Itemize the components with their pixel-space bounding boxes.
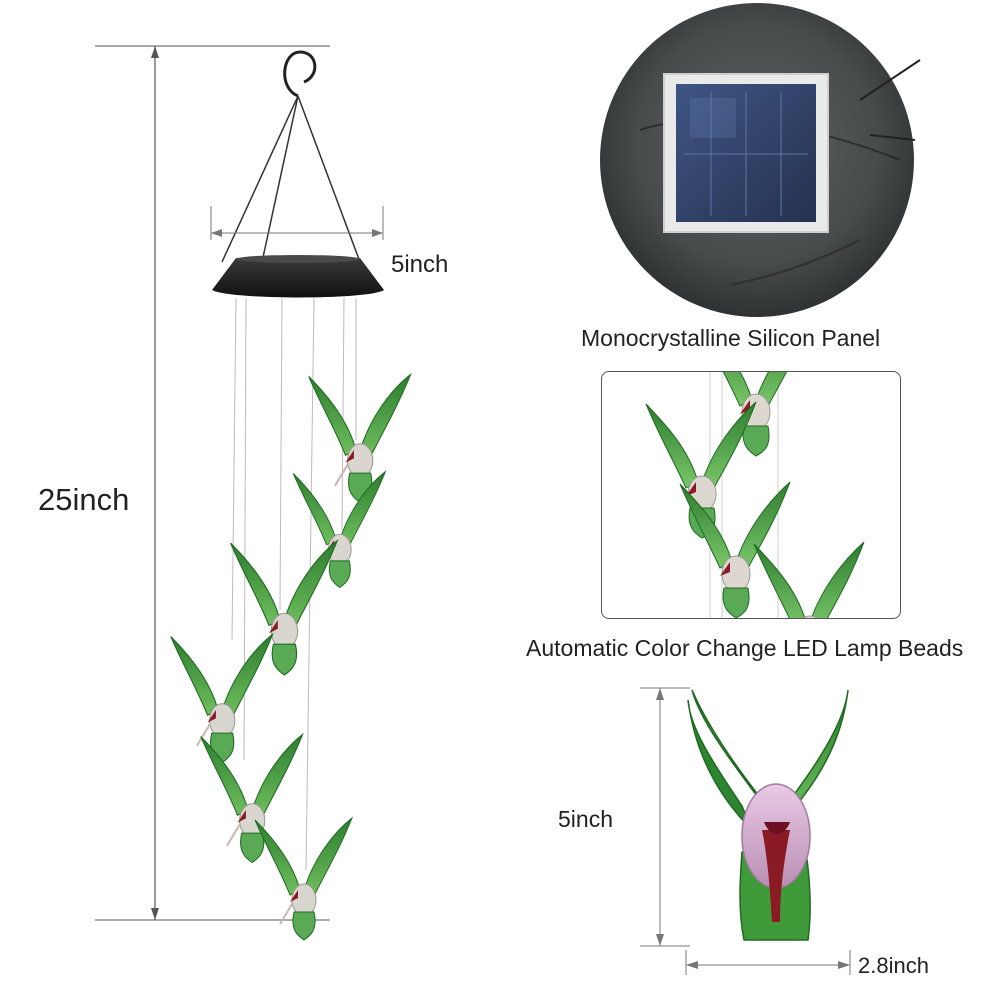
canopy-width-label: 5inch <box>391 251 449 278</box>
led-closeup-inset <box>601 371 901 619</box>
total-height-label: 25inch <box>38 482 130 517</box>
bird-height-label: 5inch <box>558 806 613 832</box>
bird-width-label: 2.8inch <box>858 953 929 978</box>
solar-panel-caption: Monocrystalline Silicon Panel <box>581 325 881 351</box>
led-beads-caption: Automatic Color Change LED Lamp Beads <box>526 635 964 661</box>
led-closeup-illustration <box>645 372 865 618</box>
